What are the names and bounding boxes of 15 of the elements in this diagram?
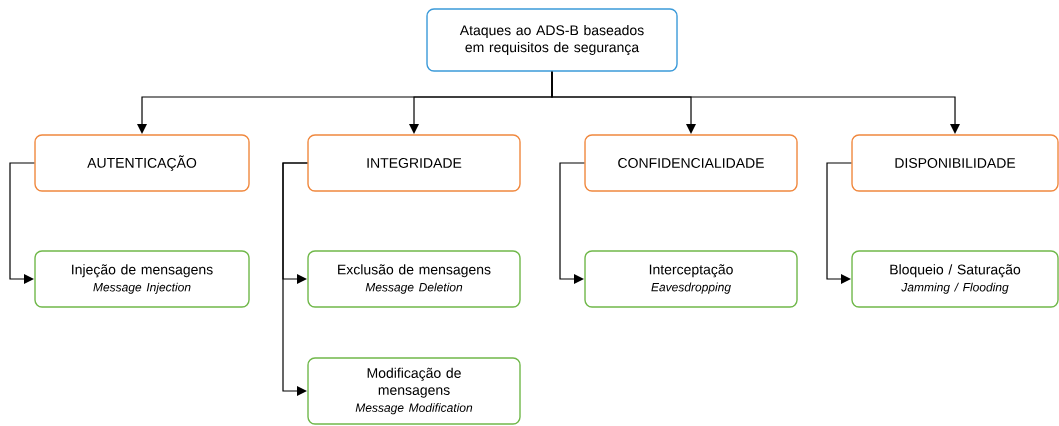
connector-arrow: [9, 162, 35, 284]
connector-arrow: [282, 162, 308, 396]
category-box: CONFIDENCIALIDADE: [584, 134, 798, 192]
attack-box: Exclusão de mensagens Message Deletion: [307, 250, 521, 308]
connector-arrow: [551, 71, 960, 134]
category-box: INTEGRIDADE: [307, 134, 521, 192]
attack-box: Modificação de mensagens Message Modification: [307, 357, 521, 425]
title-box: Ataques ao ADS-B baseados em requisitos de segurança: [426, 8, 678, 72]
attack-box: Interceptação Eavesdropping: [584, 250, 798, 308]
connector-arrow: [559, 162, 585, 284]
category-box: AUTENTICAÇÃO: [34, 134, 250, 192]
connector-arrow: [826, 162, 852, 284]
attack-box: Bloqueio / Saturação Jamming / Flooding: [851, 250, 1059, 308]
attack-box: Injeção de mensagens Message Injection: [34, 250, 250, 308]
category-box: DISPONIBILIDADE: [851, 134, 1059, 192]
